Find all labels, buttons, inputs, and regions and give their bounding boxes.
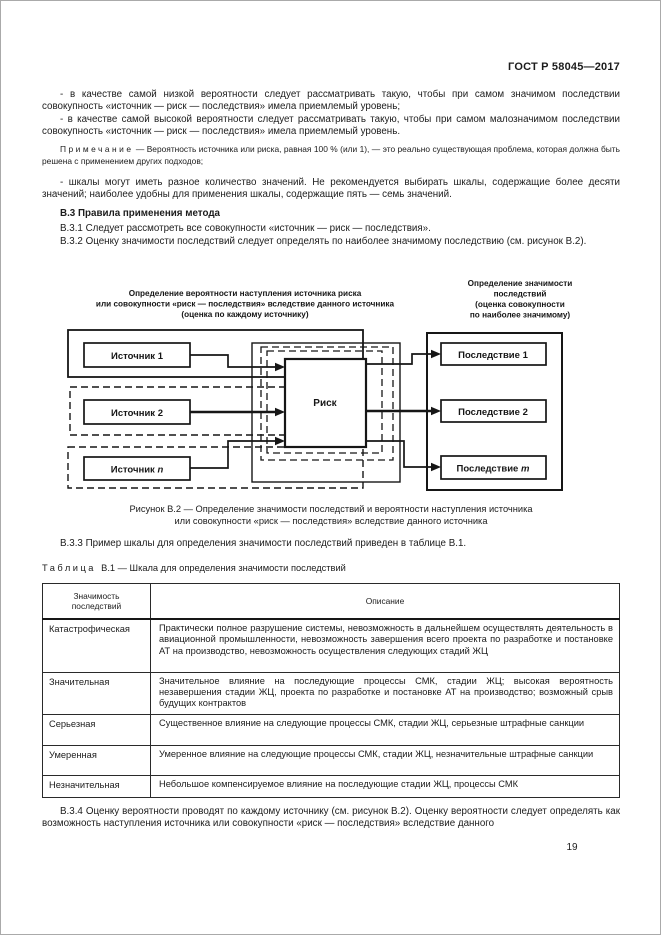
arrowheads-into-risk — [275, 362, 285, 446]
risk-label: Риск — [313, 398, 337, 409]
paragraph-b32: В.3.2 Оценку значимости последствий след… — [60, 236, 587, 247]
paragraph-low-probability: - в качестве самой низкой вероятности сл… — [42, 89, 620, 113]
note-label: Примечание — [60, 144, 134, 154]
svg-text:или совокупности «риск — после: или совокупности «риск — последствия» вс… — [96, 300, 395, 309]
lane-source-1 — [67, 329, 364, 378]
table-b1: Значимость последствий Описание Катастро… — [42, 583, 620, 798]
table-title-rest: В.1 — Шкала для определения значимости п… — [101, 563, 346, 573]
svg-text:(оценка по каждому источнику): (оценка по каждому источнику) — [181, 310, 308, 319]
paragraph-b34: В.3.4 Оценку вероятности проводят по каж… — [42, 806, 620, 830]
lane-source-2 — [69, 386, 364, 436]
figure-caption: Рисунок В.2 — Определение значимости пос… — [129, 504, 533, 526]
consequence-2-label: Последствие 2 — [458, 407, 528, 418]
paragraph-b33: В.3.3 Пример шкалы для определения значи… — [60, 538, 467, 549]
arrows-into-risk — [190, 354, 276, 469]
paragraph-high-probability: - в качестве самой высокой вероятности с… — [42, 114, 620, 138]
svg-text:Определение значимости: Определение значимости — [468, 279, 573, 288]
source-boxes: Источник 1 Источник 2 Источник n — [83, 342, 191, 481]
table-row: Незначительная Небольшое компенсируемое … — [42, 774, 620, 798]
risk-dashed-frame-inner — [266, 350, 383, 454]
table-row: Катастрофическая Практически полное разр… — [42, 618, 620, 673]
svg-text:(оценка совокупности: (оценка совокупности — [475, 300, 565, 309]
risk-box — [283, 357, 368, 449]
table-row: Значительная Значительное влияние на пос… — [42, 671, 620, 715]
figure-right-title: Определение значимости последствий (оцен… — [468, 279, 573, 320]
table-title: Таблица В.1 — Шкала для определения знач… — [42, 563, 620, 573]
note-paragraph: Примечание — Вероятность источника или р… — [42, 144, 620, 167]
column-header-significance: Значимость последствий — [42, 583, 151, 620]
arrowheads-into-consequences — [431, 349, 441, 472]
table-row: Серьезная Существенное влияние на следую… — [42, 713, 620, 746]
arrows-out-of-risk — [366, 353, 432, 468]
consequence-boxes: Последствие 1 Последствие 2 Последствие … — [440, 342, 547, 480]
figure-b2-diagram: Определение вероятности наступления исто… — [67, 279, 573, 491]
page-number: 19 — [566, 842, 578, 853]
table-row: Умеренная Умеренное влияние на следующие… — [42, 744, 620, 776]
consequence-1-label: Последствие 1 — [458, 350, 528, 361]
consequence-m-label: Последствие m — [457, 464, 530, 475]
document-code: ГОСТ Р 58045—2017 — [508, 61, 620, 73]
section-heading-b3: В.3 Правила применения метода — [60, 208, 221, 219]
svg-text:последствий: последствий — [494, 290, 547, 299]
source-n-label: Источник n — [111, 465, 164, 476]
source-2-label: Источник 2 — [111, 408, 163, 419]
risk-dashed-frame-outer — [260, 346, 394, 461]
table-header-row: Значимость последствий Описание — [42, 583, 620, 620]
svg-text:по наиболее значимому): по наиболее значимому) — [470, 310, 571, 320]
source-1-label: Источник 1 — [111, 351, 164, 362]
svg-text:Определение вероятности наступ: Определение вероятности наступления исто… — [129, 289, 362, 298]
note-text: — Вероятность источника или риска, равна… — [42, 144, 621, 166]
figure-left-title: Определение вероятности наступления исто… — [96, 289, 395, 319]
lane-source-n — [67, 446, 364, 489]
paragraph-b31: В.3.1 Следует рассмотреть все совокупнос… — [60, 223, 431, 234]
table-title-label: Таблица — [42, 563, 96, 573]
column-header-description: Описание — [150, 583, 620, 620]
paragraph-scales: - шкалы могут иметь разное количество зн… — [42, 177, 620, 201]
